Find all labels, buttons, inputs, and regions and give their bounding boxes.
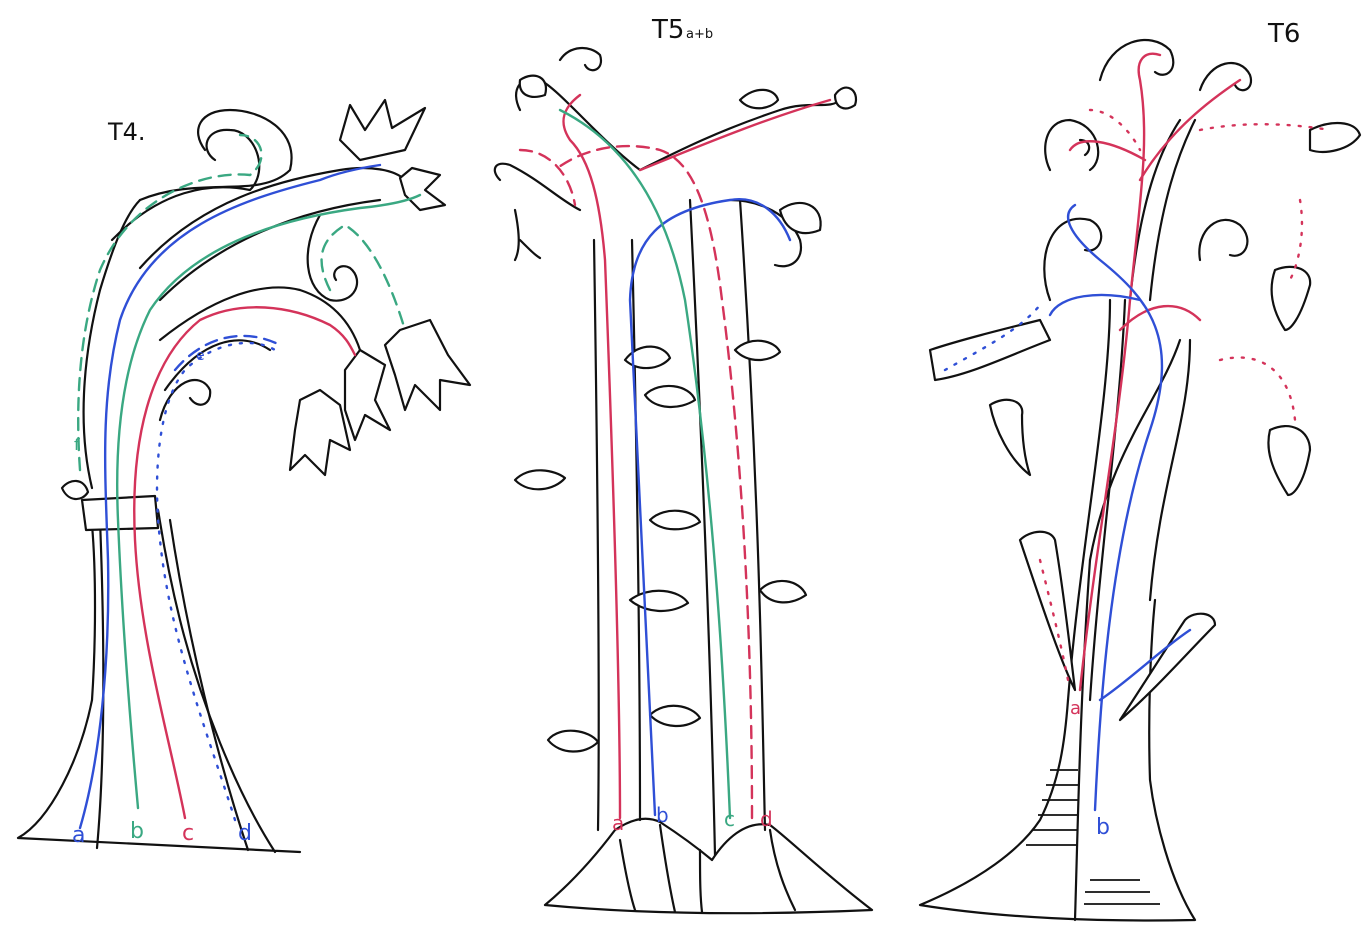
t5-bud-left — [520, 76, 546, 97]
t5-mountain-base — [545, 819, 872, 914]
t4-limb-3 — [160, 200, 380, 300]
t4-flower-right — [385, 320, 470, 410]
panel-t5: T5 a+b a b c d — [495, 15, 872, 913]
t4-label-c: c — [182, 821, 194, 846]
t4-strand-d — [157, 343, 275, 820]
t6-label-b: b — [1096, 815, 1110, 840]
t6-strand-a-branch — [1070, 80, 1240, 330]
t5-cup-7 — [760, 581, 806, 602]
panel-t4: T4. a b c d e f — [18, 100, 470, 852]
t4-trunk-band — [82, 496, 158, 530]
t6-scroll-top — [1100, 40, 1173, 80]
t6-strand-b-branch — [1050, 295, 1190, 700]
t4-band-knot — [62, 481, 88, 499]
t5-bud-right — [780, 203, 821, 233]
t6-bud-top-right — [1310, 123, 1360, 152]
t4-trunk-divider-1 — [97, 520, 103, 848]
t5-label-d: d — [760, 807, 773, 831]
t5-cup-8 — [548, 731, 598, 752]
t5-mountain-ridges — [620, 825, 795, 912]
t5-cup-1 — [515, 470, 565, 489]
t5-bud-top-right — [740, 90, 778, 108]
panel-t4-title: T4. — [107, 118, 146, 146]
t6-cup-left — [1020, 532, 1075, 690]
panel-t5-title-suffix: a+b — [686, 27, 713, 42]
t5-strand-crown-left — [520, 150, 575, 205]
panel-t5-title: T5 — [651, 15, 684, 45]
t4-flower-center — [345, 350, 390, 440]
t5-strand-crown — [640, 100, 830, 170]
t6-cup-right — [1120, 614, 1215, 720]
t5-label-b: b — [656, 803, 669, 827]
t4-flower-mid — [400, 168, 445, 210]
t4-label-e: e — [196, 348, 205, 364]
t6-stem-left — [1068, 300, 1125, 700]
t4-flower-low — [290, 390, 350, 475]
t5-column-left — [594, 240, 640, 830]
t6-branch-left — [930, 320, 1050, 380]
t5-cup-9 — [650, 706, 700, 726]
t4-flower-top — [340, 100, 425, 160]
t5-cup-5 — [650, 511, 700, 530]
t6-scroll-right-mid — [1199, 220, 1247, 260]
t4-label-d: d — [238, 821, 252, 846]
t6-label-a: a — [1070, 698, 1081, 719]
t5-strand-c — [560, 110, 730, 818]
t4-label-b: b — [130, 819, 144, 844]
t4-label-a: a — [72, 823, 85, 848]
t6-scroll-left-top — [1045, 120, 1098, 170]
t5-cup-3 — [735, 341, 780, 360]
t5-cup-4 — [645, 386, 695, 407]
t4-strand-a — [80, 165, 380, 828]
t5-label-c: c — [724, 807, 735, 831]
panel-t6: T6 — [920, 19, 1360, 920]
t6-leaf-left-lower — [990, 400, 1030, 475]
t4-limb-2 — [140, 168, 405, 268]
panel-t6-title: T6 — [1267, 19, 1300, 49]
t6-leaf-right-lower — [1268, 426, 1310, 495]
t5-bud-far-right — [835, 88, 856, 109]
t5-strand-a — [563, 95, 620, 818]
t4-limb-4 — [160, 287, 360, 350]
t4-label-f: f — [74, 435, 80, 454]
t5-label-a: a — [612, 811, 624, 835]
t6-trunk-hatching — [1026, 770, 1160, 904]
t6-scroll-top-right — [1200, 63, 1251, 90]
